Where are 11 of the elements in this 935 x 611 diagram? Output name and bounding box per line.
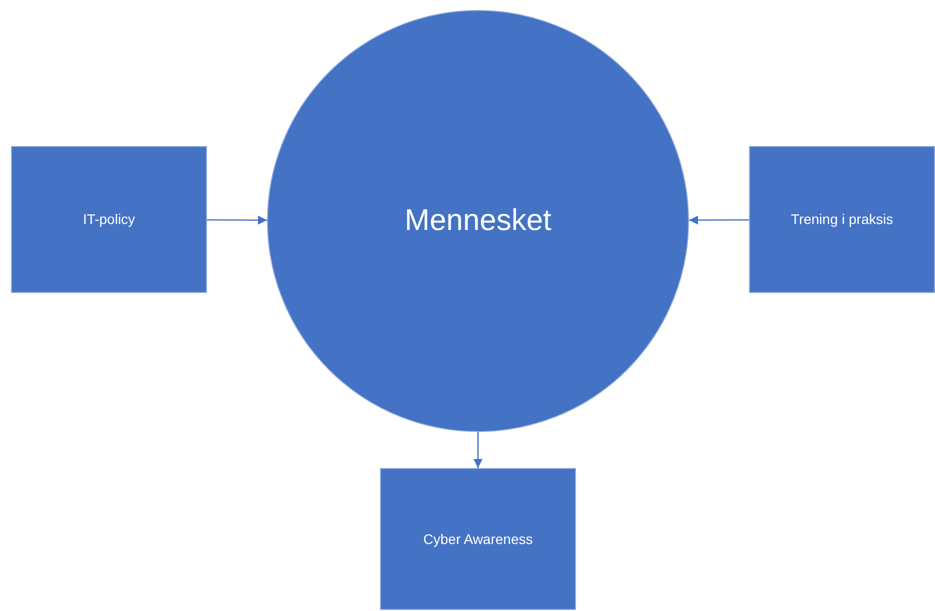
process-box (11, 146, 207, 293)
node-label: Cyber Awareness (422, 530, 534, 548)
process-box (380, 468, 576, 610)
arrow (473, 432, 483, 468)
node-label: IT-policy (82, 211, 136, 228)
arrow (689, 216, 749, 225)
person-circle (267, 10, 689, 432)
node-label: Mennesket (404, 203, 552, 239)
process-box (749, 146, 935, 293)
arrow (207, 216, 267, 225)
node-label: Trening i praksis (790, 211, 894, 228)
